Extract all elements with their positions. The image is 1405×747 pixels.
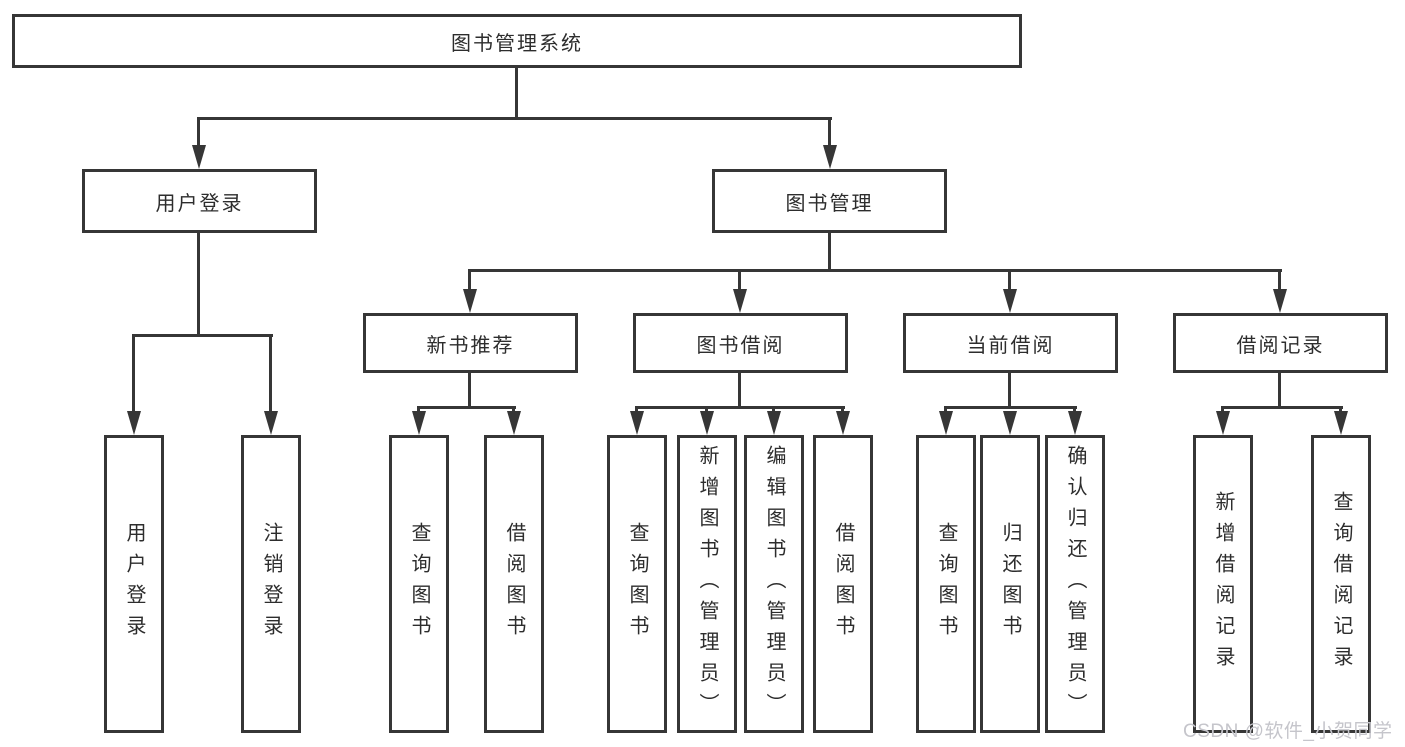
leaf-label: 用户登录: [123, 522, 145, 646]
arrow-down-icon: [733, 289, 747, 313]
connector-line: [1221, 406, 1224, 414]
node-label: 当前借阅: [966, 334, 1055, 357]
leaf-confirm-return-admin: 确认归还（管理员）: [1045, 435, 1105, 733]
connector-line: [841, 406, 844, 414]
connector-line: [1278, 373, 1281, 408]
connector-line: [132, 334, 273, 337]
leaf-edit-books-admin: 编辑图书（管理员）: [744, 435, 804, 733]
arrow-down-icon: [127, 411, 141, 435]
leaf-query-books: 查询图书: [916, 435, 976, 733]
leaf-label: 确认归还（管理员）: [1064, 444, 1086, 724]
arrow-down-icon: [1334, 411, 1348, 435]
arrow-down-icon: [507, 411, 521, 435]
arrow-down-icon: [767, 411, 781, 435]
arrow-down-icon: [700, 411, 714, 435]
node-label: 图书管理: [785, 192, 874, 215]
leaf-add-books-admin: 新增图书（管理员）: [677, 435, 737, 733]
connector-line: [635, 406, 845, 409]
leaf-user-login: 用户登录: [104, 435, 164, 733]
leaf-logout: 注销登录: [241, 435, 301, 733]
connector-line: [1008, 373, 1011, 408]
node-borrowing-records: 借阅记录: [1173, 313, 1388, 373]
leaf-query-borrow-record: 查询借阅记录: [1311, 435, 1371, 733]
arrow-down-icon: [412, 411, 426, 435]
connector-line: [468, 373, 471, 408]
arrow-down-icon: [1068, 411, 1082, 435]
node-current-borrowing: 当前借阅: [903, 313, 1118, 373]
connector-line: [635, 406, 638, 414]
connector-line: [772, 406, 775, 414]
connector-line: [1073, 406, 1076, 414]
leaf-label: 编辑图书（管理员）: [763, 444, 785, 724]
arrow-down-icon: [1216, 411, 1230, 435]
connector-line: [197, 233, 200, 335]
leaf-borrow-books: 借阅图书: [813, 435, 873, 733]
node-label: 图书借阅: [696, 334, 785, 357]
leaf-label: 查询图书: [935, 522, 957, 646]
leaf-label: 查询图书: [626, 522, 648, 646]
node-book-management: 图书管理: [712, 169, 947, 233]
arrow-down-icon: [1273, 289, 1287, 313]
arrow-down-icon: [1003, 289, 1017, 313]
connector-line: [132, 334, 135, 414]
connector-line: [197, 117, 200, 147]
connector-line: [944, 406, 947, 414]
arrow-down-icon: [630, 411, 644, 435]
arrow-down-icon: [463, 289, 477, 313]
leaf-label: 借阅图书: [503, 522, 525, 646]
connector-line: [1339, 406, 1342, 414]
leaf-query-books: 查询图书: [389, 435, 449, 733]
arrow-down-icon: [264, 411, 278, 435]
connector-line: [468, 269, 1282, 272]
node-label: 图书管理系统: [451, 32, 583, 55]
connector-line: [417, 406, 420, 414]
leaf-return-books: 归还图书: [980, 435, 1040, 733]
arrow-down-icon: [836, 411, 850, 435]
leaf-label: 注销登录: [260, 522, 282, 646]
leaf-label: 查询借阅记录: [1330, 491, 1352, 677]
connector-line: [738, 269, 741, 291]
connector-line: [515, 68, 518, 118]
connector-line: [269, 334, 272, 414]
connector-line: [705, 406, 708, 414]
arrow-down-icon: [823, 145, 837, 169]
leaf-label: 借阅图书: [832, 522, 854, 646]
connector-line: [512, 406, 515, 414]
connector-line: [828, 233, 831, 271]
connector-line: [1221, 406, 1343, 409]
node-library-system: 图书管理系统: [12, 14, 1022, 68]
leaf-query-books: 查询图书: [607, 435, 667, 733]
leaf-add-borrow-record: 新增借阅记录: [1193, 435, 1253, 733]
node-label: 用户登录: [155, 192, 244, 215]
leaf-label: 查询图书: [408, 522, 430, 646]
arrow-down-icon: [939, 411, 953, 435]
connector-line: [197, 117, 832, 120]
node-label: 新书推荐: [426, 334, 515, 357]
connector-line: [1008, 269, 1011, 291]
csdn-watermark: CSDN @软件_小贺同学: [1183, 721, 1393, 742]
arrow-down-icon: [192, 145, 206, 169]
node-book-borrowing: 图书借阅: [633, 313, 848, 373]
node-user-login: 用户登录: [82, 169, 317, 233]
arrow-down-icon: [1003, 411, 1017, 435]
leaf-label: 归还图书: [999, 522, 1021, 646]
node-label: 借阅记录: [1236, 334, 1325, 357]
connector-line: [468, 269, 471, 291]
leaf-label: 新增图书（管理员）: [696, 444, 718, 724]
connector-line: [417, 406, 516, 409]
leaf-borrow-books: 借阅图书: [484, 435, 544, 733]
leaf-label: 新增借阅记录: [1212, 491, 1234, 677]
connector-line: [738, 373, 741, 408]
node-new-book-recommend: 新书推荐: [363, 313, 578, 373]
connector-line: [828, 117, 831, 147]
connector-line: [1278, 269, 1281, 291]
connector-line: [944, 406, 1077, 409]
